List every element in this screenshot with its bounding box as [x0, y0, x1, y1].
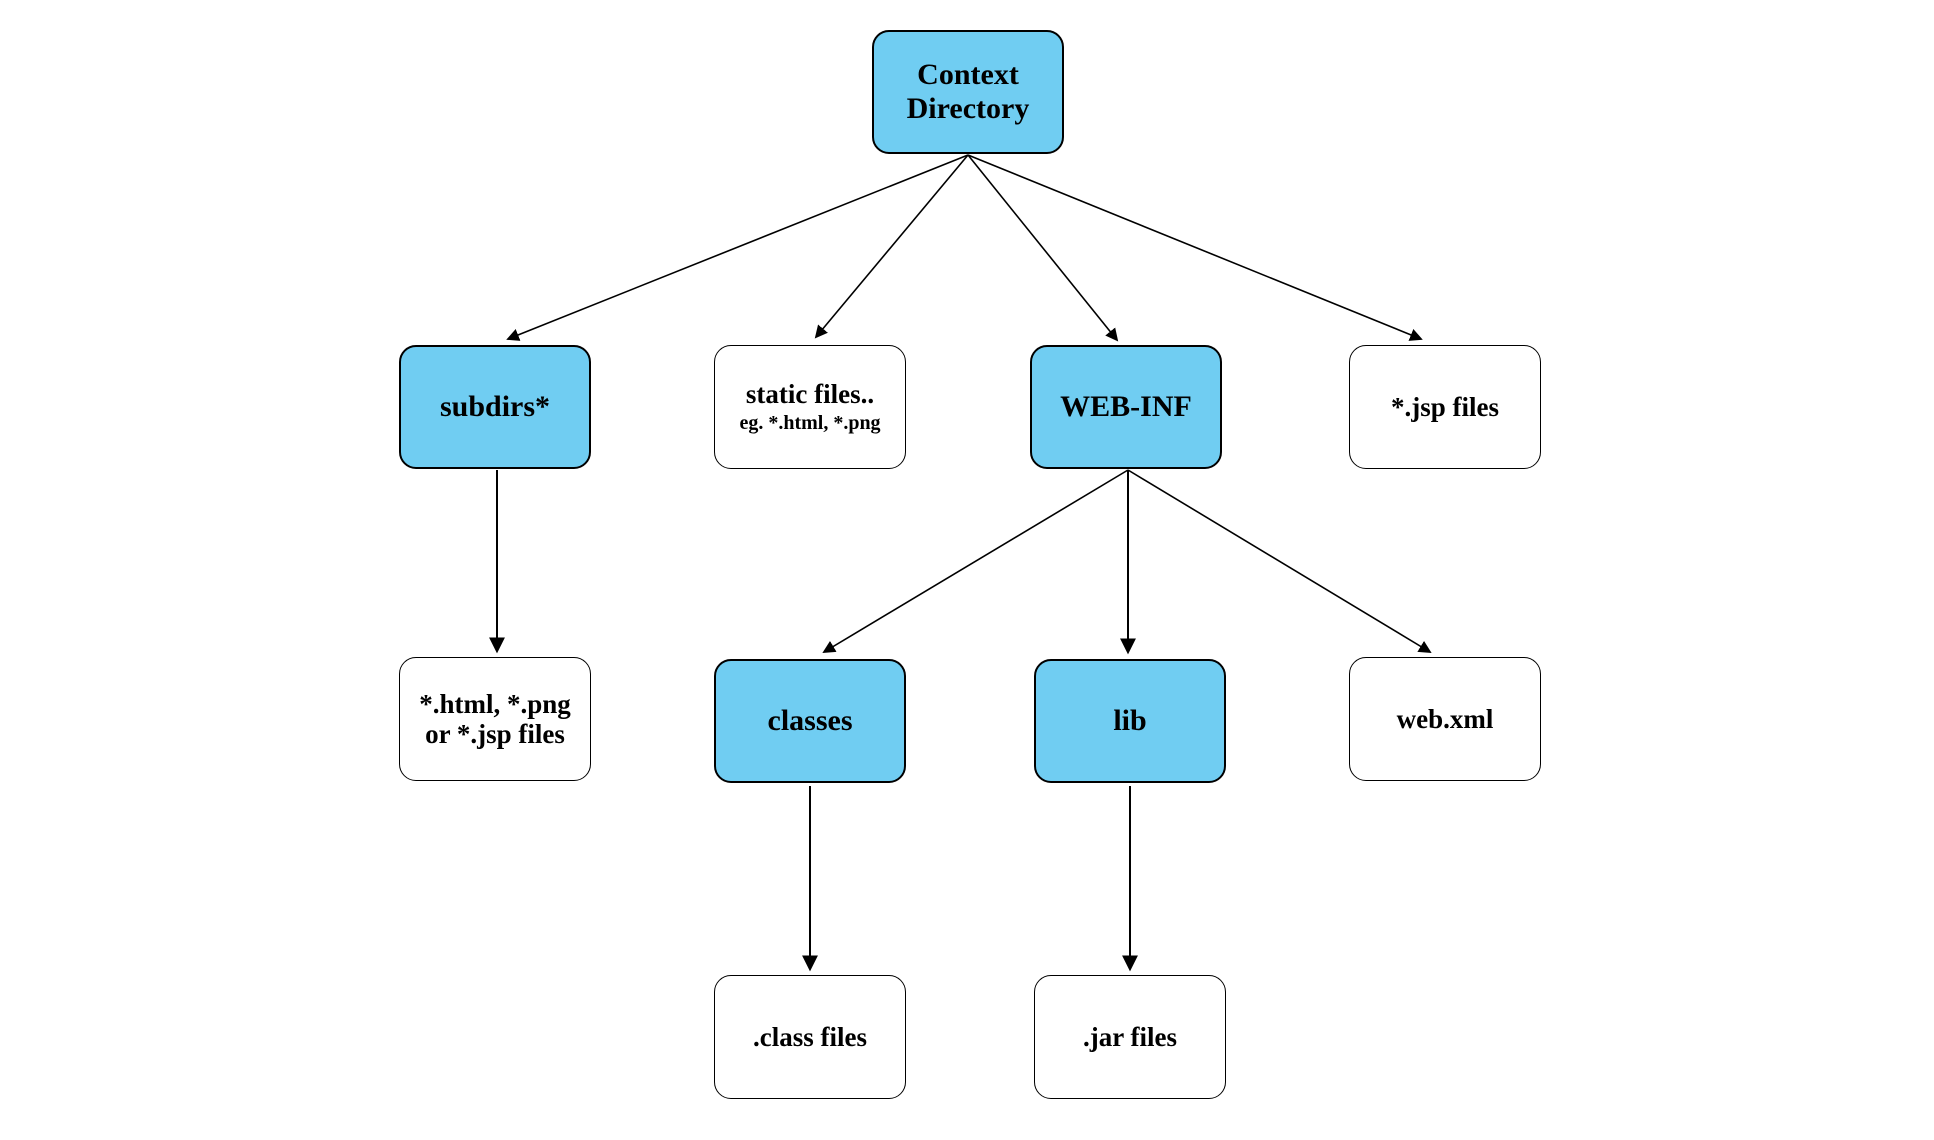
arrow-context-to-jsp-files	[967, 154, 1423, 341]
node-web-xml: web.xml	[1349, 657, 1541, 781]
node-subdir-contents: *.html, *.png or *.jsp files	[399, 657, 591, 781]
node-label: or *.jsp files	[425, 719, 565, 749]
node-lib: lib	[1034, 659, 1226, 783]
arrow-web-inf-to-web-xml	[1127, 469, 1432, 653]
node-classes: classes	[714, 659, 906, 783]
node-label: *.jsp files	[1391, 391, 1499, 422]
node-label: static files..	[745, 379, 875, 410]
node-label: web.xml	[1396, 703, 1494, 734]
node-subdirs: subdirs*	[399, 345, 591, 469]
node-label: WEB-INF	[1060, 390, 1192, 424]
node-label: *.html, *.png	[419, 688, 571, 719]
node-label: Context	[917, 58, 1019, 92]
node-label: lib	[1113, 704, 1147, 738]
node-label: .jar files	[1083, 1021, 1177, 1052]
node-jar-files: .jar files	[1034, 975, 1226, 1099]
node-jsp-files: *.jsp files	[1349, 345, 1541, 469]
arrow-context-to-subdirs	[506, 154, 969, 341]
arrow-context-to-static-files	[814, 154, 969, 339]
node-context-directory: Context Directory	[872, 30, 1064, 154]
node-static-files: static files.. eg. *.html, *.png	[714, 345, 906, 469]
node-class-files: .class files	[714, 975, 906, 1099]
arrow-web-inf-to-classes	[822, 469, 1129, 653]
node-web-inf: WEB-INF	[1030, 345, 1222, 469]
node-label: Directory	[906, 92, 1030, 125]
node-label: subdirs*	[439, 390, 551, 424]
arrow-context-to-web-inf	[967, 154, 1119, 342]
node-label: classes	[767, 704, 853, 738]
node-label: .class files	[753, 1021, 867, 1052]
node-sublabel: eg. *.html, *.png	[739, 412, 881, 435]
